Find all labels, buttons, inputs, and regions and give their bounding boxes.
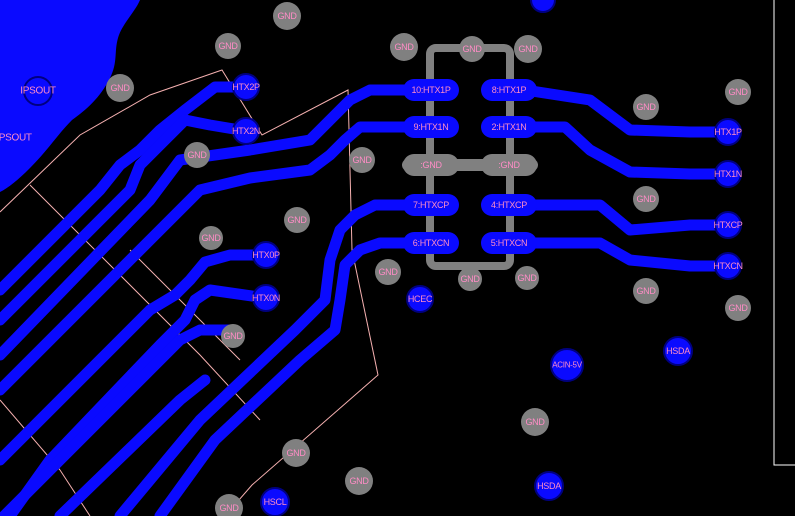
gnd-vias: [106, 2, 751, 516]
trace-diag-2: [54, 374, 211, 516]
trace-htx0n: [4, 284, 272, 516]
frame-lines: [773, 0, 795, 466]
trace-htx1n-left: [0, 121, 421, 396]
trace-htx0p: [0, 249, 272, 466]
trace-htxcn-right: [519, 237, 734, 272]
ipsout-copper-pour[interactable]: [0, 0, 140, 192]
trace-htx1p-right: [519, 84, 734, 138]
trace-htxcn-left: [154, 237, 421, 516]
trace-htx1p-left: [0, 84, 421, 361]
trace-htx1n-right: [519, 121, 734, 180]
trace-htxcp-right: [519, 199, 734, 236]
trace-group: [0, 81, 734, 516]
trace-htxcp-left: [114, 199, 421, 516]
trace-htx2p: [0, 81, 252, 296]
gnd-smd-pads: [403, 154, 537, 176]
trace-htx2n: [0, 114, 252, 326]
signal-vias: [23, 0, 742, 516]
connector-pads: [403, 79, 537, 254]
trace-diag-1: [0, 324, 236, 516]
